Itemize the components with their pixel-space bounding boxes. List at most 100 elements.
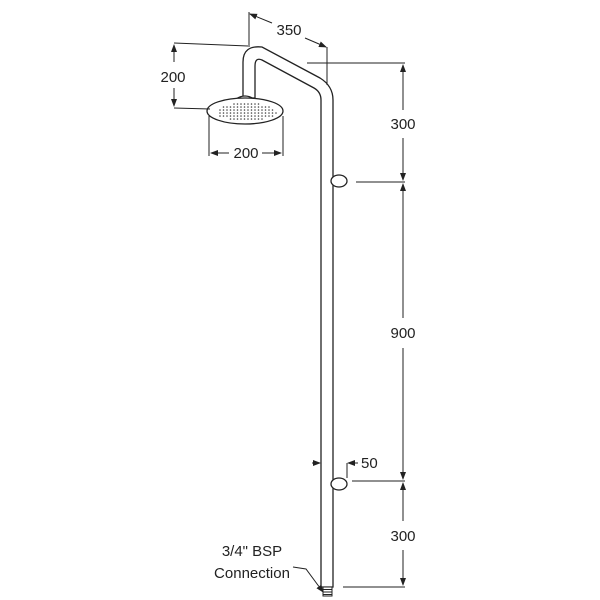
nozzle-dot xyxy=(257,109,260,111)
nozzle-dot xyxy=(243,115,246,117)
nozzle-dot xyxy=(240,109,242,111)
nozzle-dot xyxy=(261,106,263,108)
nozzle-dot xyxy=(222,106,225,108)
nozzle-dot xyxy=(219,109,221,111)
nozzle-dot xyxy=(229,106,232,108)
nozzle-dot xyxy=(247,106,249,108)
nozzle-dot xyxy=(254,106,256,108)
dim-label-900: 900 xyxy=(390,325,415,342)
nozzle-dot xyxy=(264,115,267,117)
nozzle-dot xyxy=(247,115,249,117)
connection-callout: 3/4" BSP Connection xyxy=(214,543,324,593)
nozzle-dot xyxy=(261,118,263,120)
nozzle-dot xyxy=(229,109,232,111)
nozzle-dot xyxy=(226,115,228,117)
nozzle-dot xyxy=(254,109,256,111)
nozzle-dot xyxy=(240,118,242,120)
lower-outlet xyxy=(330,477,348,491)
nozzle-dot xyxy=(247,112,249,114)
nozzle-dot xyxy=(264,106,267,108)
connection-label-line1: 3/4" BSP xyxy=(222,543,282,560)
nozzle-dot xyxy=(229,112,232,114)
upper-outlet xyxy=(330,174,348,188)
nozzle-dot xyxy=(233,109,235,111)
nozzle-dot xyxy=(229,115,232,117)
nozzle-dot xyxy=(243,103,246,105)
nozzle-dot xyxy=(236,109,239,111)
nozzle-dot xyxy=(257,115,260,117)
nozzle-dot xyxy=(236,103,239,105)
nozzle-dot xyxy=(257,103,260,105)
nozzle-dot xyxy=(250,109,253,111)
nozzle-dot xyxy=(261,109,263,111)
shower-head xyxy=(206,95,284,125)
nozzle-dot xyxy=(236,112,239,114)
dim-label-200-diameter: 200 xyxy=(233,145,258,162)
nozzle-dot xyxy=(268,115,270,117)
nozzle-dot xyxy=(233,115,235,117)
dimension-outlet-offset: 50 xyxy=(312,455,378,478)
nozzle-dot xyxy=(243,118,246,120)
nozzle-dot xyxy=(233,118,235,120)
nozzle-dot xyxy=(250,106,253,108)
nozzle-dot xyxy=(233,106,235,108)
nozzle-dot xyxy=(247,118,249,120)
dimension-head-diameter: 200 xyxy=(208,116,284,162)
nozzle-dot xyxy=(271,115,274,117)
nozzle-dot xyxy=(226,112,228,114)
shower-rail xyxy=(242,46,334,588)
nozzle-dot xyxy=(226,109,228,111)
nozzle-dot xyxy=(257,106,260,108)
nozzle-dot xyxy=(243,112,246,114)
dim-label-350: 350 xyxy=(276,22,301,39)
nozzle-dot xyxy=(219,112,221,114)
nozzle-dot xyxy=(243,109,246,111)
nozzle-dot xyxy=(236,106,239,108)
nozzle-dot xyxy=(233,103,235,105)
nozzle-dot xyxy=(275,112,277,114)
nozzle-dot xyxy=(254,118,256,120)
nozzle-dot xyxy=(271,109,274,111)
nozzle-dot xyxy=(250,118,253,120)
nozzle-dot xyxy=(254,115,256,117)
nozzle-dot xyxy=(250,103,253,105)
nozzle-dot xyxy=(254,103,256,105)
dim-label-300-bottom: 300 xyxy=(390,528,415,545)
nozzle-dot xyxy=(243,106,246,108)
nozzle-dot xyxy=(268,112,270,114)
nozzle-dot xyxy=(250,112,253,114)
nozzle-dot xyxy=(247,103,249,105)
dimension-vertical-chain: 300 900 300 xyxy=(307,62,416,588)
nozzle-dot xyxy=(264,112,267,114)
nozzle-dot xyxy=(264,109,267,111)
shower-head-nozzles xyxy=(219,103,277,120)
nozzle-dot xyxy=(254,112,256,114)
nozzle-dot xyxy=(226,106,228,108)
nozzle-dot xyxy=(268,109,270,111)
dimension-arm-height: 200 xyxy=(160,42,249,110)
nozzle-dot xyxy=(229,118,232,120)
dim-label-50: 50 xyxy=(361,455,378,472)
nozzle-dot xyxy=(233,112,235,114)
bsp-thread xyxy=(322,586,333,597)
nozzle-dot xyxy=(261,112,263,114)
nozzle-dot xyxy=(236,115,239,117)
nozzle-dot xyxy=(219,115,221,117)
nozzle-dot xyxy=(268,106,270,108)
nozzle-dot xyxy=(222,109,225,111)
nozzle-dot xyxy=(240,103,242,105)
dimension-arm-reach: 350 xyxy=(248,12,328,85)
nozzle-dot xyxy=(261,115,263,117)
nozzle-dot xyxy=(240,115,242,117)
nozzle-dot xyxy=(222,112,225,114)
nozzle-dot xyxy=(271,112,274,114)
nozzle-dot xyxy=(222,115,225,117)
connection-label-line2: Connection xyxy=(214,565,290,582)
nozzle-dot xyxy=(257,112,260,114)
nozzle-dot xyxy=(247,109,249,111)
dim-label-200-height: 200 xyxy=(160,69,185,86)
nozzle-dot xyxy=(257,118,260,120)
dim-label-300-top: 300 xyxy=(390,116,415,133)
nozzle-dot xyxy=(240,112,242,114)
